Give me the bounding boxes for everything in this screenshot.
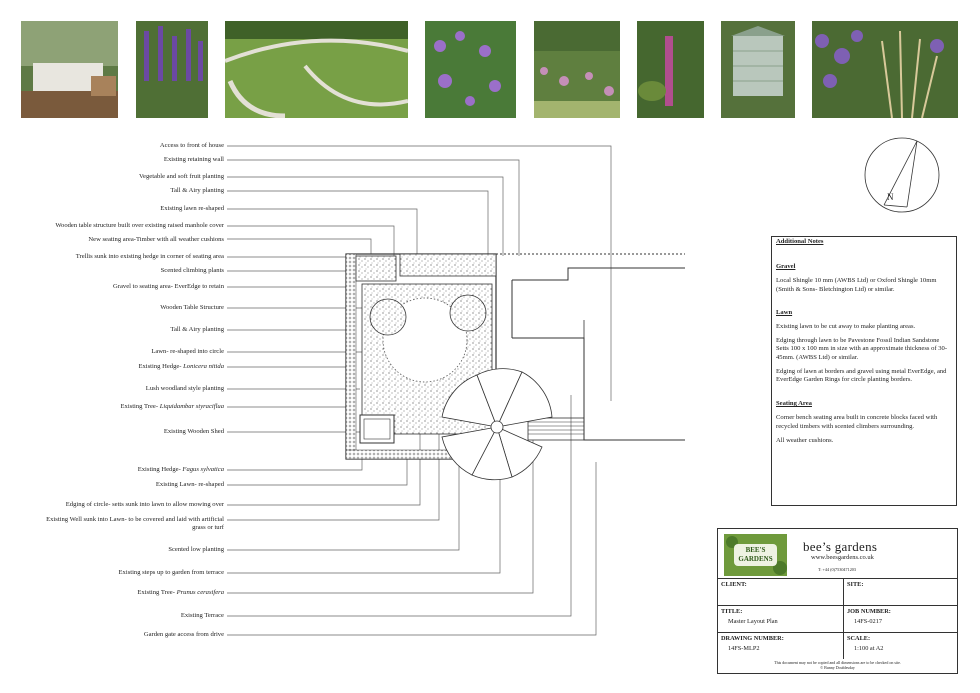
- label-scented-low: Scented low planting: [168, 546, 224, 553]
- label-tree-liquidambar: Existing Tree- Liquidambar styraciflua: [120, 403, 225, 410]
- seating-photo: [21, 21, 118, 118]
- label-wooden-table-manhole: Wooden table structure built over existi…: [55, 222, 224, 229]
- label-tree-liquidambar-species: Liquidambar styraciflua: [159, 403, 224, 410]
- notes-seating-text-2: All weather cushions.: [776, 436, 834, 444]
- cottage-garden-photo: [534, 21, 620, 118]
- brand-name: bee’s gardens: [803, 539, 878, 554]
- label-table-structure: Wooden Table Structure: [160, 304, 224, 311]
- label-tall-airy-2: Tall & Airy planting: [170, 326, 224, 333]
- foxglove-photo: [637, 21, 704, 118]
- label-hedge-fagus-species: Fagus sylvatica: [182, 466, 224, 473]
- title-row: TITLE: Master Layout Plan JOB NUMBER: 14…: [718, 605, 957, 633]
- notes-gravel-text: Local Shingle 10 mm (AWBS Ltd) or Oxford…: [776, 277, 937, 293]
- notes-seating-text-1: Corner bench seating area built in concr…: [776, 414, 938, 430]
- drawing-row: DRAWING NUMBER: 14FS-MLP2 SCALE: 1:100 a…: [718, 632, 957, 659]
- site-label: SITE:: [847, 581, 864, 588]
- label-existing-well-line2: grass or turf: [192, 524, 224, 531]
- garden-plan: [345, 253, 685, 481]
- brand-website[interactable]: www.beesgardens.co.uk: [811, 554, 874, 561]
- salvia-photo: [136, 21, 208, 118]
- title-block-footer: This document may not be copied and all …: [718, 660, 957, 670]
- verbena-grass-photo: [812, 21, 958, 118]
- drawing-number-value: 14FS-MLP2: [728, 645, 760, 652]
- brand-phone: T: +44 (0)7530471203: [818, 567, 856, 572]
- label-woodland-planting: Lush woodland style planting: [145, 385, 224, 392]
- label-access-front: Access to front of house: [159, 142, 224, 149]
- label-lawn-reshaped: Existing lawn re-shaped: [160, 205, 224, 212]
- additional-notes: Additional Notes Gravel Local Shingle 10…: [771, 236, 957, 506]
- notes-seating-title: Seating Area: [776, 400, 812, 408]
- title-value: Master Layout Plan: [728, 618, 778, 625]
- notes-lawn-title: Lawn: [776, 308, 793, 316]
- logo-line-2: GARDENS: [738, 555, 773, 563]
- label-climbing-plants: Scented climbing plants: [160, 267, 224, 274]
- title-block: BEE'S GARDENS bee’s gardens www.beesgard…: [717, 528, 958, 674]
- label-existing-well-line1: Existing Well sunk into Lawn- to be cove…: [46, 516, 224, 523]
- label-shed: Existing Wooden Shed: [163, 428, 224, 435]
- bees-gardens-logo-icon: [724, 534, 787, 576]
- label-retaining-wall: Existing retaining wall: [163, 156, 224, 163]
- north-arrow: N: [862, 137, 942, 222]
- label-steps: Existing steps up to garden from terrace: [118, 569, 224, 576]
- notes-lawn-text-1: Existing lawn to be cut away to make pla…: [776, 323, 916, 331]
- notes-lawn-text-2: Edging through lawn to be Pavestone Foss…: [776, 337, 948, 361]
- label-garden-gate: Garden gate access from drive: [143, 631, 224, 638]
- label-trellis: Trellis sunk into existing hedge in corn…: [75, 253, 224, 260]
- notes-gravel-title: Gravel: [776, 263, 796, 271]
- scale-value: 1:100 at A2: [854, 645, 884, 652]
- job-number-label: JOB NUMBER:: [847, 608, 891, 615]
- title-label: TITLE:: [721, 608, 743, 615]
- label-existing-well: Existing Well sunk into Lawn- to be cove…: [46, 516, 224, 532]
- client-row: CLIENT: SITE:: [718, 578, 957, 606]
- label-edging-circle: Edging of circle- setts sunk into lawn t…: [65, 501, 224, 508]
- allium-border-photo: [425, 21, 516, 118]
- label-hedge-lonicera-species: Lonicera nitida: [183, 363, 224, 370]
- label-hedge-fagus: Existing Hedge- Fagus sylvatica: [137, 466, 224, 473]
- label-hedge-lonicera: Existing Hedge- Lonicera nitida: [138, 363, 224, 370]
- label-seating-area: New seating area-Timber with all weather…: [88, 236, 224, 243]
- notes-lawn-text-3: Edging of lawn at borders and gravel usi…: [776, 367, 947, 384]
- client-label: CLIENT:: [721, 581, 747, 588]
- label-terrace: Existing Terrace: [180, 612, 224, 619]
- label-lawn-circle: Lawn- re-shaped into circle: [151, 348, 224, 355]
- beehive-photo: [721, 21, 795, 118]
- label-gravel: Gravel to seating area- EverEdge to reta…: [113, 283, 224, 290]
- north-letter: N: [887, 192, 894, 202]
- logo-line-1: BEE'S: [745, 546, 766, 554]
- label-tree-prunus: Existing Tree- Prunus cerasifera: [137, 589, 224, 596]
- footer-disclaimer: This document may not be copied and all …: [774, 660, 901, 665]
- label-vegetable-planting: Vegetable and soft fruit planting: [139, 173, 224, 180]
- bees-gardens-logo: BEE'S GARDENS: [724, 534, 787, 576]
- label-tree-prunus-species: Prunus cerasifera: [176, 589, 224, 596]
- footer-copyright: © Bunny Doublesday: [820, 665, 855, 670]
- drawing-number-label: DRAWING NUMBER:: [721, 635, 784, 642]
- scale-label: SCALE:: [847, 635, 871, 642]
- north-arrow-icon: [864, 137, 940, 213]
- label-existing-lawn: Existing Lawn- re-shaped: [155, 481, 224, 488]
- job-number-value: 14FS-0217: [854, 618, 882, 625]
- lawn-rings-photo: [225, 21, 408, 118]
- label-tall-airy-1: Tall & Airy planting: [170, 187, 224, 194]
- notes-title: Additional Notes: [776, 238, 824, 245]
